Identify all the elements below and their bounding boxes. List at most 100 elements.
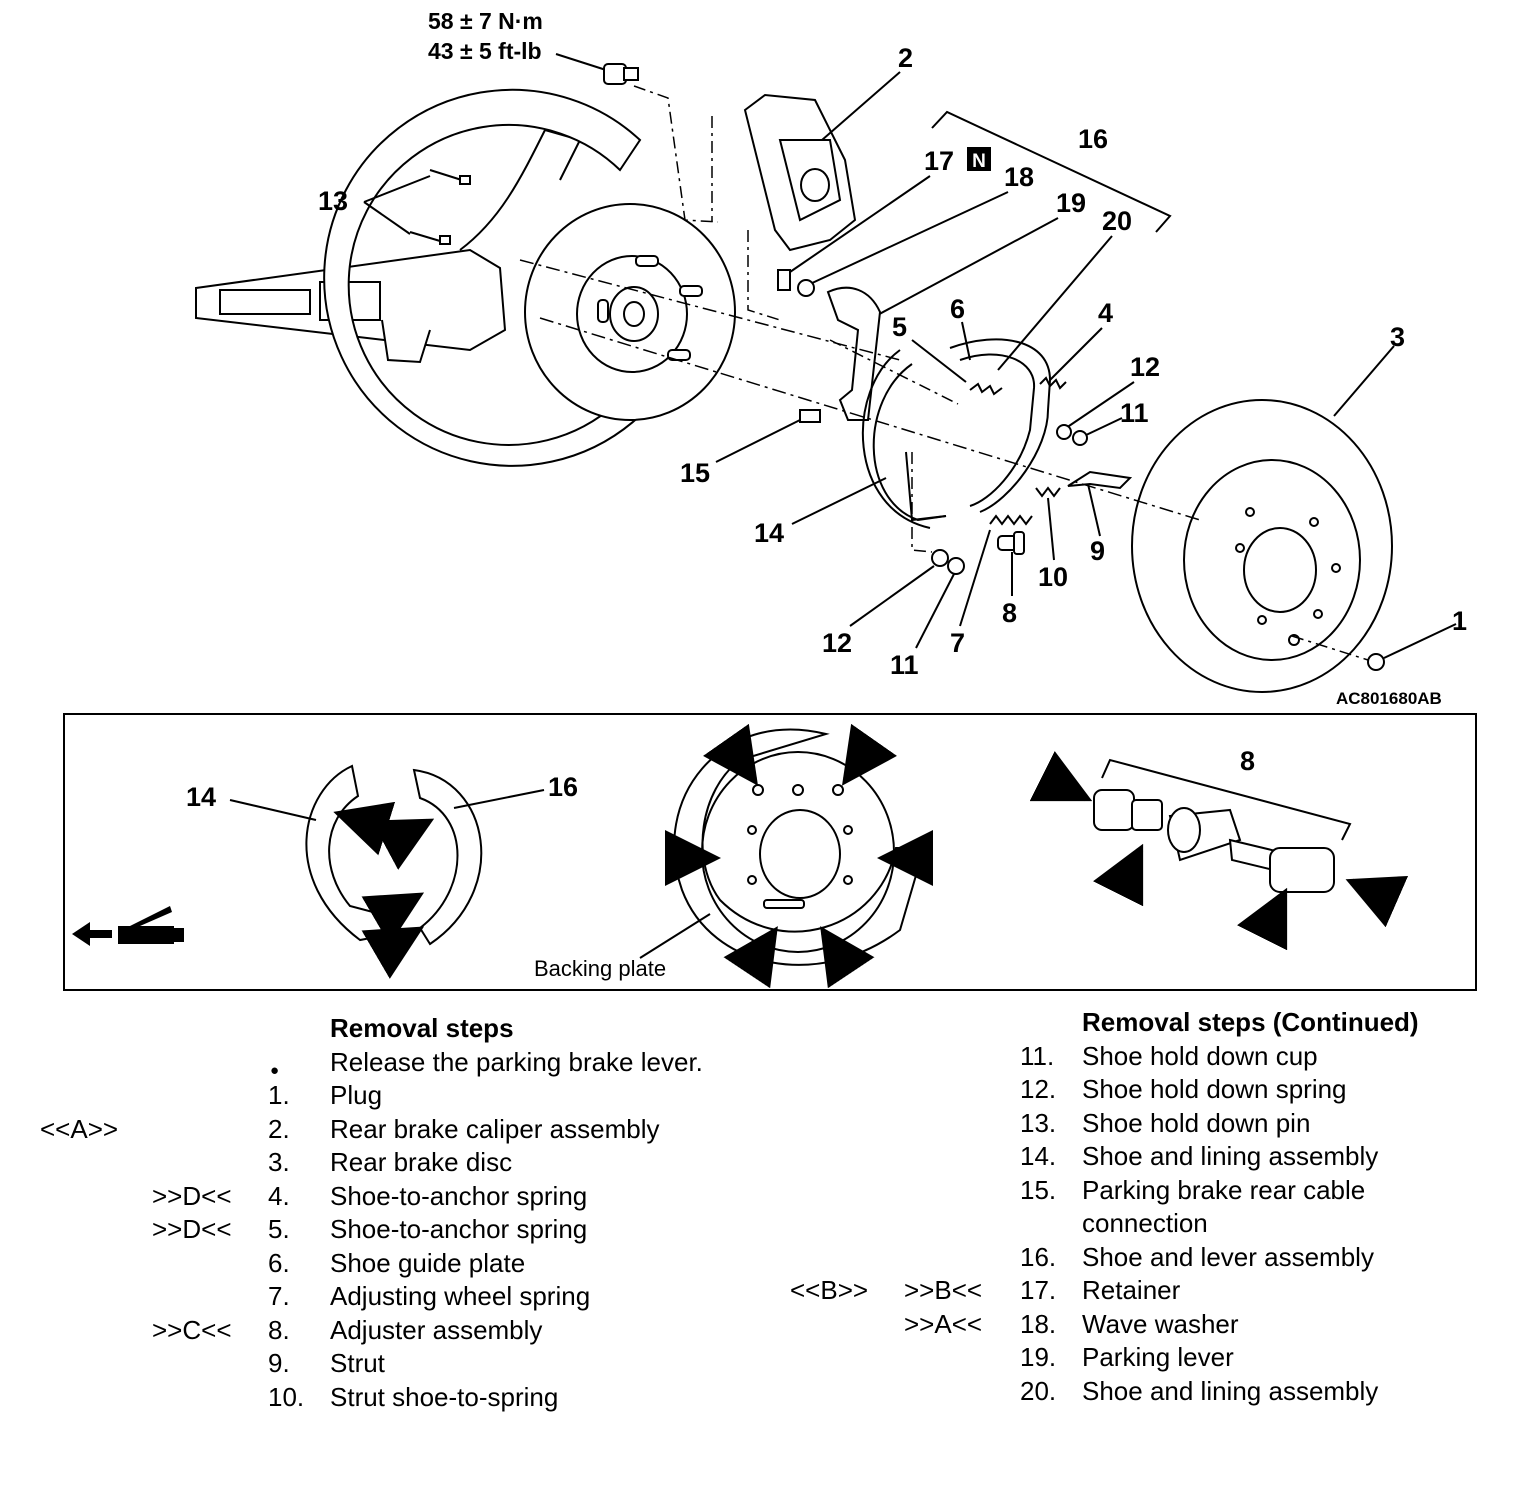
inset-backing-plate <box>673 728 926 966</box>
step-text: Parking lever <box>1082 1342 1234 1372</box>
left-step-row: ●Release the parking brake lever. <box>0 1046 760 1080</box>
removal-steps-right: Removal steps (Continued) 11.Shoe hold d… <box>760 1006 1520 1408</box>
step-number: 7. <box>268 1281 290 1311</box>
left-step-row: 9. Strut <box>0 1347 760 1381</box>
step-number: 20. <box>1020 1375 1057 1406</box>
callout-9: 9 <box>1090 536 1105 566</box>
left-step-row: <<A>> 2. Rear brake caliper assembly <box>0 1113 760 1147</box>
step-number: 10. <box>268 1381 305 1412</box>
step-text: Shoe and lining assembly <box>1082 1375 1379 1406</box>
step-text: Plug <box>330 1080 383 1110</box>
left-step-row: >>D<<5.Shoe-to-anchor spring <box>0 1213 760 1247</box>
left-step-row: 1. Plug <box>0 1079 760 1113</box>
right-step-row: 13.Shoe hold down pin <box>760 1107 1520 1141</box>
step-number: 3. <box>268 1147 290 1177</box>
torque-nm: 58 ± 7 N·m <box>428 8 543 34</box>
step-number: 1. <box>268 1080 290 1110</box>
step-text: Adjuster assembly <box>330 1314 543 1345</box>
step-text: Shoe guide plate <box>330 1247 526 1278</box>
parking-lever <box>826 286 882 421</box>
right-step-row: >>A<< 18. Wave washer <box>760 1308 1520 1342</box>
adjuster <box>997 531 1025 555</box>
torque-ftlb: 43 ± 5 ft-lb <box>428 38 542 64</box>
callout-13: 13 <box>318 186 348 216</box>
step-code: <<B>> <box>790 1275 869 1305</box>
left-step-row: >>D<<4.Shoe-to-anchor spring <box>0 1180 760 1214</box>
step-text: Release the parking brake lever. <box>330 1046 703 1077</box>
step-text: Strut <box>330 1348 385 1378</box>
step-text: Adjusting wheel spring <box>330 1281 591 1311</box>
step-code: >>D<< <box>152 1180 232 1211</box>
step-number: 6. <box>268 1247 290 1278</box>
callout-6: 6 <box>950 294 965 324</box>
left-step-row: 10. Strut shoe-to-spring <box>0 1381 760 1415</box>
step-text: Wave washer <box>1082 1308 1239 1339</box>
callout-2: 2 <box>898 43 913 73</box>
inset-shoe-arrows <box>333 801 435 979</box>
callout-11b: 11 <box>890 650 919 680</box>
callout-7: 7 <box>950 628 965 658</box>
step-text: Rear brake disc <box>330 1147 513 1177</box>
callout-20: 20 <box>1102 206 1132 236</box>
right-step-row: 15. Parking brake rear cable <box>760 1174 1520 1208</box>
inset-label-8: 8 <box>1240 746 1255 776</box>
step-code: <<A>> <box>40 1113 119 1144</box>
step-number: 15. <box>1020 1174 1057 1205</box>
backing-plate-label: Backing plate <box>534 956 666 981</box>
exploded-diagram: 58 ± 7 N·m 43 ± 5 ft-lb 13 <box>63 8 1477 991</box>
inset-label-16: 16 <box>548 772 578 802</box>
left-step-row: >>C<< 8. Adjuster assembly <box>0 1314 760 1348</box>
inset-plate-arrows <box>665 723 933 989</box>
step-text: Shoe and lining assembly <box>1082 1141 1379 1171</box>
step-text: Rear brake caliper assembly <box>330 1113 660 1144</box>
step-number: 16. <box>1020 1241 1057 1272</box>
step-number: 18. <box>1020 1308 1057 1339</box>
right-step-row: 16.Shoe and lever assembly <box>760 1241 1520 1275</box>
right-step-row: 19.Parking lever <box>760 1341 1520 1375</box>
inset-box <box>63 713 1477 991</box>
inset-adjuster <box>1093 789 1335 893</box>
brake-disc <box>1131 399 1393 693</box>
callout-5: 5 <box>892 312 907 342</box>
step-text: Parking brake rear cable <box>1082 1174 1366 1205</box>
step-number: 9. <box>268 1348 290 1378</box>
callout-11: 11 <box>1120 398 1149 428</box>
step-code: >>D<< <box>152 1214 232 1244</box>
callout-1: 1 <box>1452 606 1467 636</box>
step-text: connection <box>1082 1208 1208 1238</box>
callout-16: 16 <box>1078 124 1108 154</box>
step-code: >>B<< <box>904 1275 983 1305</box>
step-number: 13. <box>1020 1107 1057 1138</box>
axle-arm <box>195 128 582 364</box>
hold-down-pins <box>409 169 471 245</box>
front-arrow-icon <box>72 906 184 946</box>
n-badge-text: N <box>972 151 986 172</box>
step-text: Shoe-to-anchor spring <box>330 1214 588 1244</box>
step-text: Shoe hold down spring <box>1082 1074 1347 1104</box>
callout-10: 10 <box>1038 562 1068 592</box>
step-text: Retainer <box>1082 1275 1181 1305</box>
step-number: 11. <box>1020 1040 1055 1071</box>
step-code: >>A<< <box>904 1308 983 1339</box>
right-step-row: 20. Shoe and lining assembly <box>760 1375 1520 1409</box>
strut <box>1067 470 1133 490</box>
removal-steps-left: Removal steps ●Release the parking brake… <box>0 1012 760 1414</box>
step-number: 8. <box>268 1314 290 1345</box>
right-step-row: connection <box>760 1207 1520 1241</box>
caliper <box>743 93 857 252</box>
step-number: 17. <box>1020 1275 1057 1305</box>
hub <box>524 203 736 421</box>
callout-4: 4 <box>1098 298 1113 328</box>
step-number: 12. <box>1020 1074 1057 1104</box>
n-badge <box>967 147 991 171</box>
step-code: >>C<< <box>152 1314 232 1345</box>
step-number: 2. <box>268 1113 290 1144</box>
callout-14: 14 <box>754 518 784 548</box>
callout-3: 3 <box>1390 322 1405 352</box>
callout-19: 19 <box>1056 188 1086 218</box>
left-step-row: 3. Rear brake disc <box>0 1146 760 1180</box>
step-text: Strut shoe-to-spring <box>330 1381 559 1412</box>
left-step-row: 6. Shoe guide plate <box>0 1247 760 1281</box>
caliper-bolt <box>603 63 639 85</box>
step-number: 4. <box>268 1180 290 1211</box>
